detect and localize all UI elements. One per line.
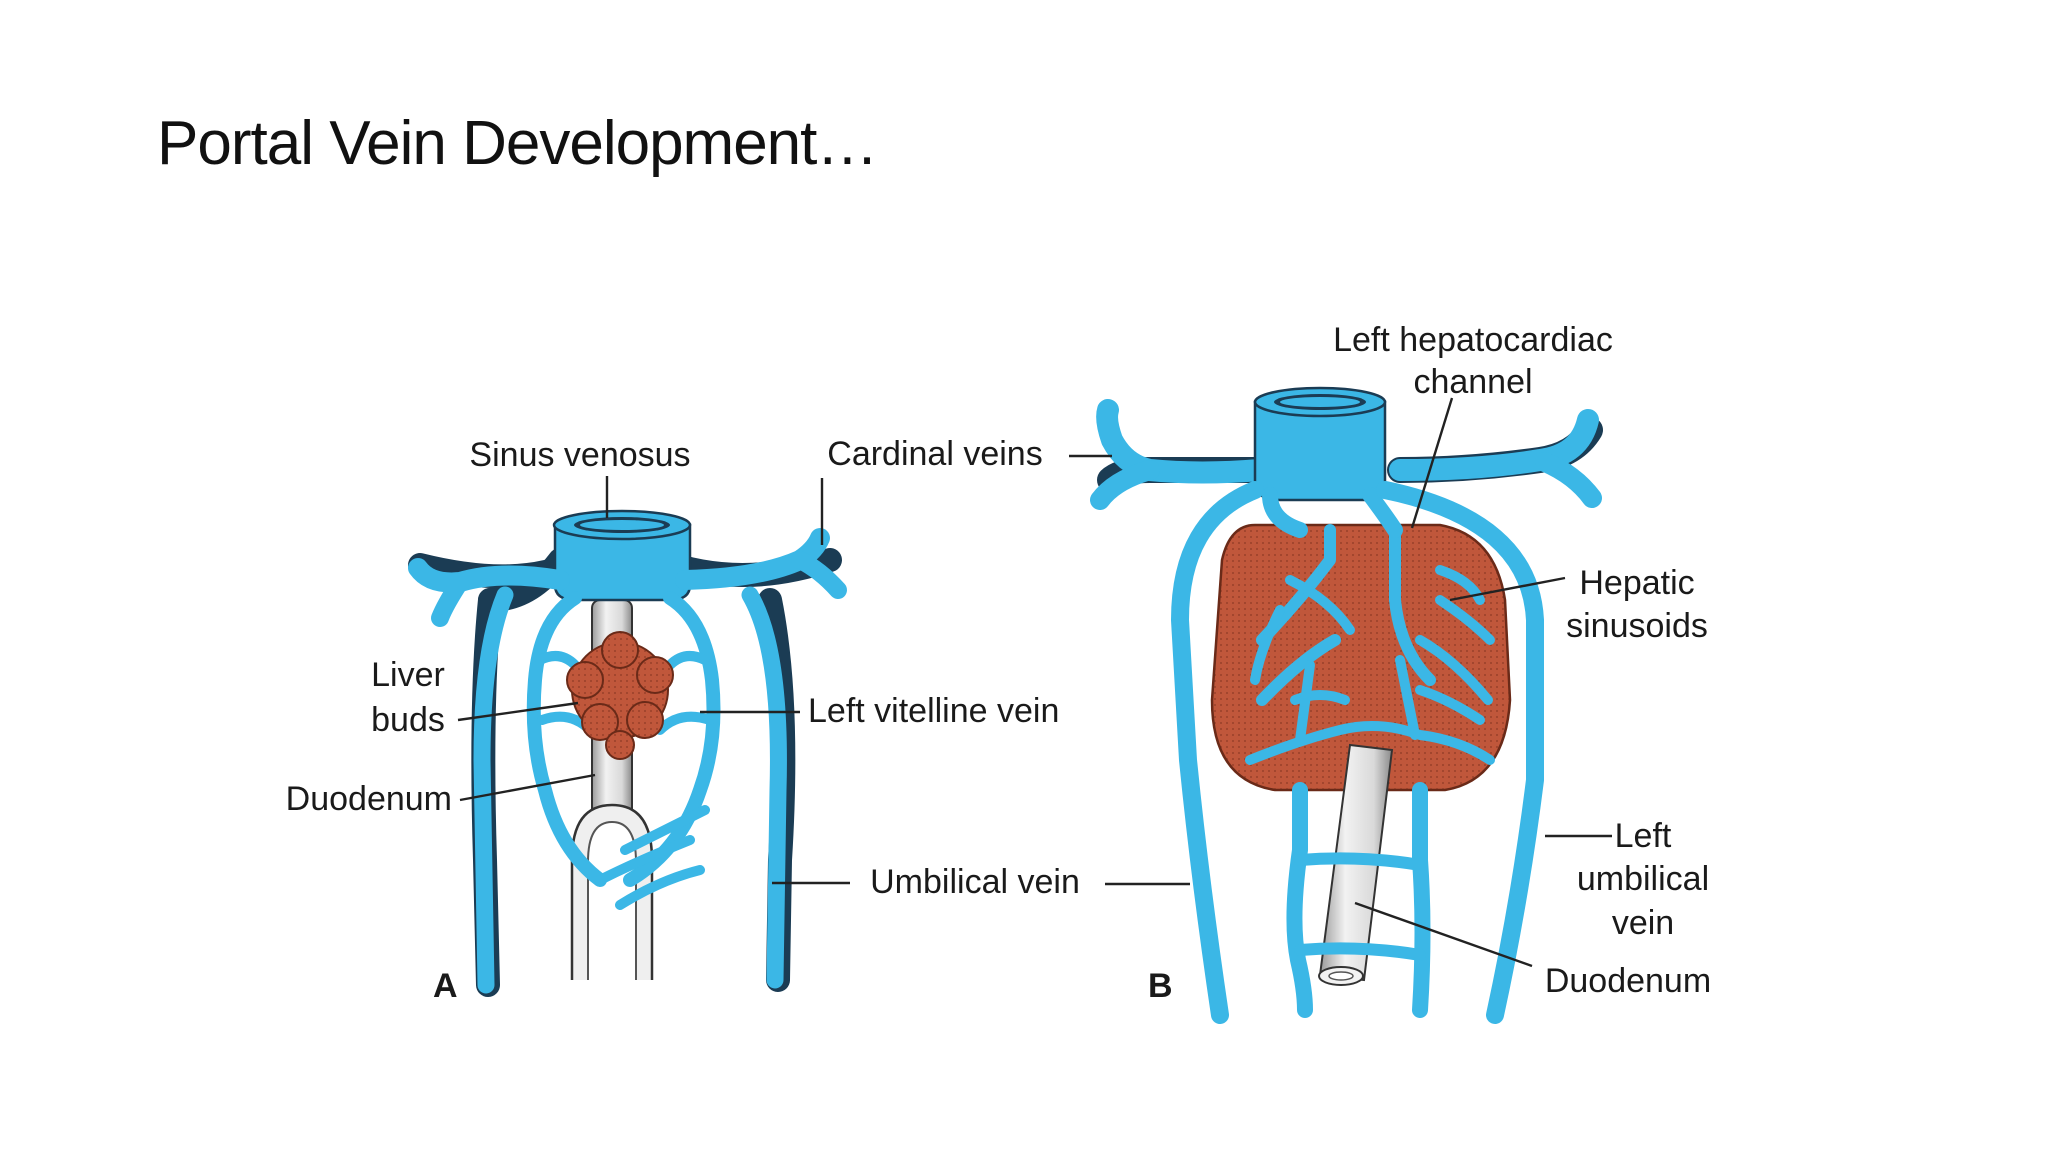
label-hepatic-sinusoids-line1: Hepatic: [1579, 564, 1694, 602]
panel-b: Left hepatocardiac channel Hepatic sinus…: [1069, 321, 1711, 1024]
panel-b-leader-lines: [1069, 397, 1612, 968]
panel-a-vitelline-veins: [526, 591, 721, 910]
label-hepatic-sinusoids-line2: sinusoids: [1566, 607, 1708, 645]
panel-b-umbilical-veins: [1171, 481, 1544, 1024]
panel-a: Sinus venosus Cardinal veins Liver buds …: [286, 435, 1080, 1005]
label-left-umbilical-line1: Left: [1615, 817, 1672, 855]
panel-letter-b: B: [1148, 967, 1173, 1005]
label-left-hepatocardiac-line1: Left hepatocardiac: [1333, 321, 1613, 359]
label-left-hepatocardiac-line2: channel: [1413, 363, 1532, 401]
slide-title: Portal Vein Development…: [157, 109, 878, 178]
panel-a-leader-lines: [457, 476, 850, 885]
panel-a-umbilical-veins: [473, 586, 787, 994]
label-duodenum-a: Duodenum: [286, 780, 452, 818]
label-left-umbilical-line3: vein: [1612, 904, 1674, 942]
label-liver-buds-line1: Liver: [371, 656, 445, 694]
label-cardinal-veins: Cardinal veins: [827, 435, 1042, 473]
label-left-umbilical-line2: umbilical: [1577, 860, 1709, 898]
label-umbilical-vein: Umbilical vein: [870, 863, 1080, 901]
panel-letter-a: A: [433, 967, 458, 1005]
panel-b-cardinal-veins: [1090, 399, 1602, 510]
panel-b-sinusoid-network: [1245, 524, 1495, 765]
panel-b-hepatocardiac-channels: [1262, 487, 1403, 538]
label-left-vitelline-vein: Left vitelline vein: [808, 692, 1059, 730]
label-liver-buds-line2: buds: [371, 701, 445, 739]
panel-a-liver-buds: [566, 631, 674, 760]
panel-a-cardinal-veins: [408, 528, 847, 627]
panel-b-liver: [1210, 523, 1512, 792]
label-duodenum-b: Duodenum: [1545, 962, 1711, 1000]
label-sinus-venosus: Sinus venosus: [469, 436, 690, 474]
